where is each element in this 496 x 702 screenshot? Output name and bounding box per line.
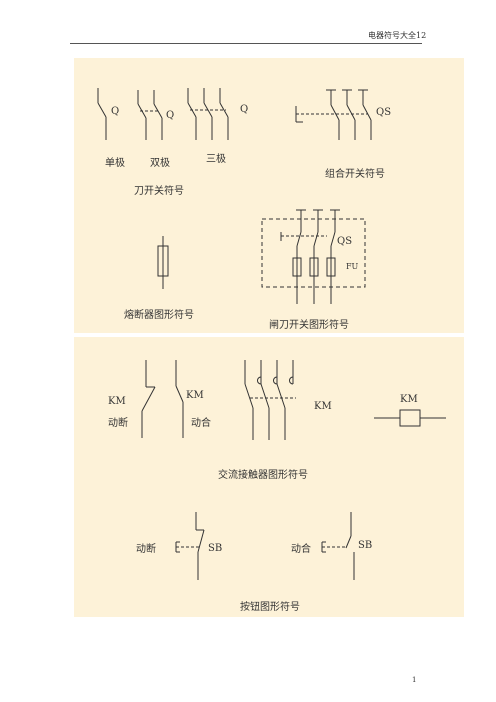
button-caption: 按钮图形符号 bbox=[240, 602, 300, 613]
contactor-nc-km: KM bbox=[108, 396, 126, 407]
fuse-switch-symbol bbox=[261, 209, 366, 304]
contactor-main-km: KM bbox=[314, 401, 332, 412]
button-no-sb: SB bbox=[358, 540, 373, 551]
double-pole-label: 双极 bbox=[150, 158, 170, 169]
contactor-no-label: 动合 bbox=[191, 418, 211, 429]
knife-single-q: Q bbox=[111, 106, 120, 117]
contactor-no-symbol bbox=[175, 360, 184, 438]
combo-qs: QS bbox=[376, 107, 392, 118]
combo-switch-symbol bbox=[295, 89, 372, 140]
combo-switch-caption: 组合开关符号 bbox=[325, 169, 385, 180]
button-nc-label: 动断 bbox=[136, 544, 156, 555]
button-no-label: 动合 bbox=[291, 544, 311, 555]
contactor-nc-symbol bbox=[141, 360, 156, 438]
contactor-main-symbol bbox=[244, 360, 296, 440]
fuse-switch-caption: 闸刀开关图形符号 bbox=[269, 320, 349, 331]
fuse-switch-qs: QS bbox=[337, 236, 353, 247]
header-title: 电器符号大全12 bbox=[368, 31, 427, 40]
page-number: 1 bbox=[412, 676, 417, 684]
contactor-no-km: KM bbox=[186, 390, 204, 401]
contactor-coil-symbol bbox=[374, 409, 446, 427]
triple-pole-label: 三极 bbox=[206, 154, 226, 165]
knife-switch-triple-pole-symbol bbox=[187, 88, 229, 140]
knife-switch-single-pole-symbol bbox=[97, 88, 107, 140]
fuse-symbol bbox=[157, 236, 169, 289]
single-pole-label: 单极 bbox=[105, 158, 125, 169]
button-nc-symbol bbox=[175, 512, 205, 580]
header-rule bbox=[70, 43, 422, 44]
knife-double-q: Q bbox=[166, 110, 175, 121]
button-nc-sb: SB bbox=[208, 543, 223, 554]
contactor-nc-label: 动断 bbox=[108, 418, 128, 429]
knife-triple-q: Q bbox=[240, 104, 249, 115]
button-no-symbol bbox=[321, 512, 355, 580]
knife-switch-double-pole-symbol bbox=[137, 90, 163, 140]
fuse-caption: 熔断器图形符号 bbox=[124, 310, 194, 321]
fuse-switch-fu: FU bbox=[346, 262, 359, 271]
contactor-coil-km: KM bbox=[400, 394, 418, 405]
knife-switch-caption: 刀开关符号 bbox=[134, 186, 184, 197]
contactor-caption: 交流接触器图形符号 bbox=[218, 470, 308, 481]
panel-contactor-button bbox=[74, 337, 464, 617]
